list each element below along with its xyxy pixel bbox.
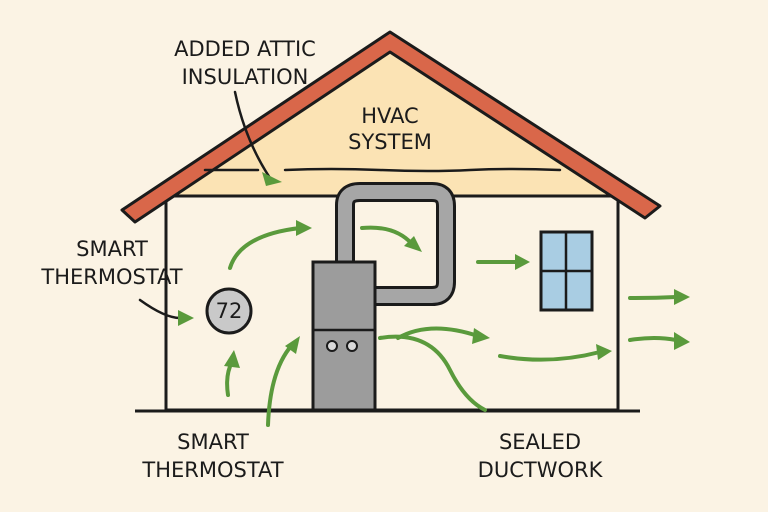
label-thermostat-top-line1: SMART: [76, 237, 148, 261]
label-thermostat-bottom-line1: SMART: [177, 430, 249, 454]
roof: [120, 30, 662, 224]
furnace: [311, 260, 377, 412]
label-thermostat-top-line2: THERMOSTAT: [40, 265, 182, 289]
label-hvac-line2: SYSTEM: [348, 130, 432, 154]
label-attic-line1: ADDED ATTIC: [174, 37, 316, 61]
label-thermostat-bottom-line2: THERMOSTAT: [141, 458, 283, 482]
label-hvac-line1: HVAC: [361, 104, 418, 128]
attic-pointer-arrow: [233, 90, 272, 180]
window: [539, 230, 594, 312]
smart-thermostat: 72: [205, 287, 253, 335]
label-ductwork-line1: SEALED: [499, 430, 581, 454]
thermostat-pointer-line: [138, 298, 182, 320]
thermostat-reading: 72: [216, 299, 243, 323]
airflow-arrows: [224, 220, 690, 427]
label-ductwork-line2: DUCTWORK: [478, 458, 604, 482]
attic-space: [160, 48, 620, 196]
label-attic-line2: INSULATION: [182, 65, 309, 89]
attic-insulation-line: [203, 167, 562, 173]
